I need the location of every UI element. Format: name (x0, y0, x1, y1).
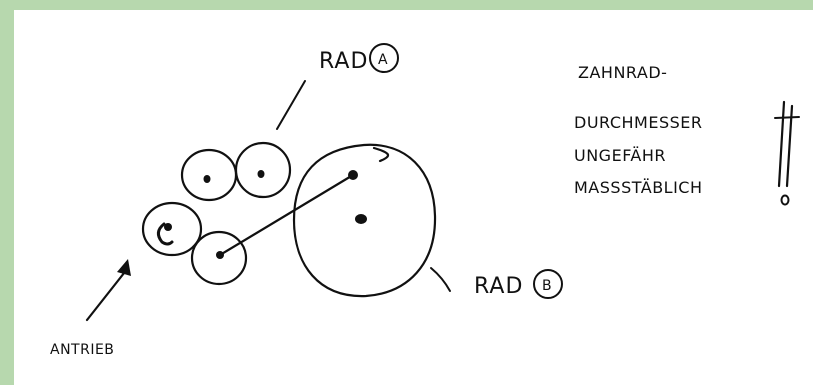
exclamation-mark (774, 100, 800, 206)
wheel-b-label: RAD B (474, 269, 563, 299)
hub-middle-left (164, 223, 172, 231)
drive-gear-mark (157, 222, 174, 246)
wheel-a-leader (276, 80, 306, 130)
wheel-b-letter: B (542, 278, 552, 294)
large-wheel-b (292, 143, 437, 298)
note-line-2: DURCHMESSER (574, 113, 703, 132)
gear-middle-left (141, 201, 203, 257)
gear-top-left (180, 148, 238, 202)
wheel-a-circle (369, 43, 399, 73)
gear-bottom (190, 230, 248, 286)
gear-hubs (164, 170, 265, 259)
wheel-a-label: RAD A (319, 43, 399, 74)
small-gears (141, 141, 292, 286)
wheel-b-leader (430, 267, 451, 292)
drive-arrow (85, 259, 131, 322)
drive-label: ANTRIEB (50, 342, 114, 358)
gear-diagram: RAD A RAD B ANTRIEB ZAHNRAD- DURCHMESSER… (50, 43, 800, 358)
note-line-4: MASSSTÄBLICH (574, 178, 703, 197)
wheel-a-text: RAD (319, 49, 368, 74)
hub-top-right (257, 170, 265, 178)
wheel-a-letter: A (378, 52, 388, 68)
note-line-3: UNGEFÄHR (574, 146, 666, 165)
connecting-rod (218, 173, 355, 257)
large-wheel-outline (292, 143, 437, 298)
gear-top-right (234, 141, 292, 199)
diagram-paper: RAD A RAD B ANTRIEB ZAHNRAD- DURCHMESSER… (14, 10, 813, 385)
large-wheel-hub (355, 214, 367, 224)
hub-top-left (203, 175, 211, 183)
scale-note: ZAHNRAD- DURCHMESSER UNGEFÄHR MASSSTÄBLI… (574, 63, 703, 197)
note-line-1: ZAHNRAD- (578, 63, 667, 82)
wheel-b-text: RAD (474, 274, 523, 299)
wheel-b-circle (533, 269, 563, 299)
